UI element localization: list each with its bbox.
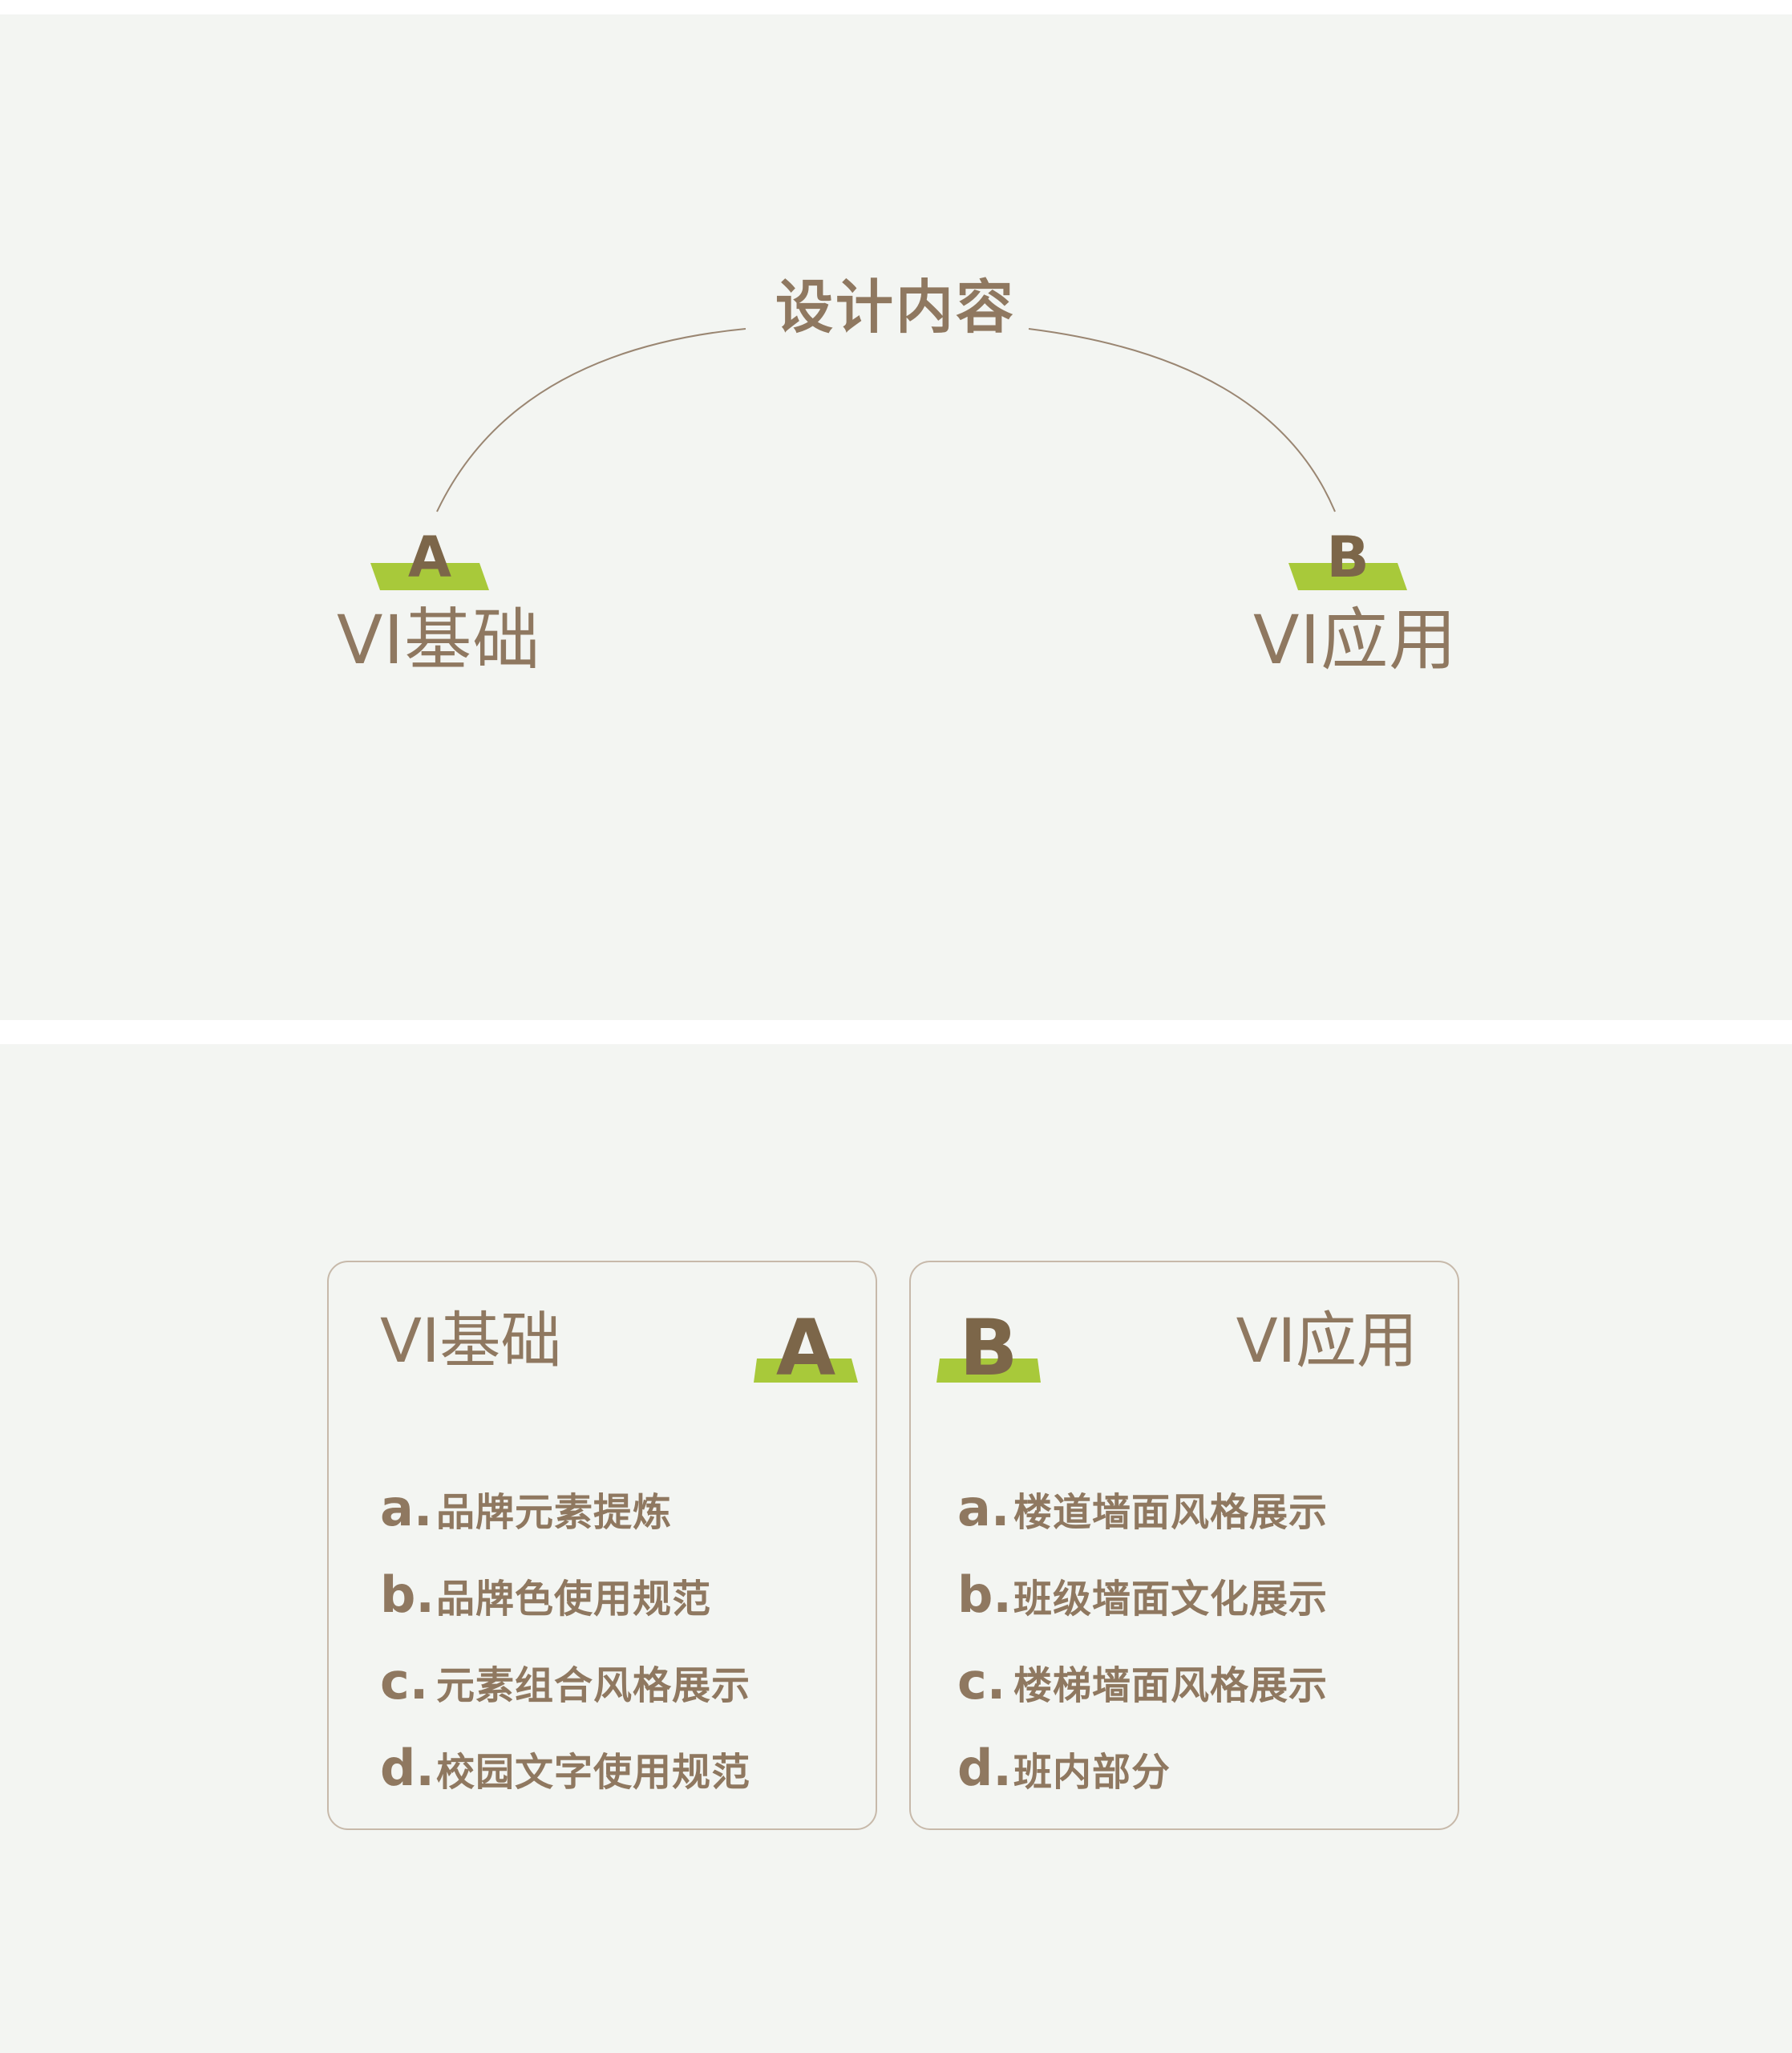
list-item-text: 楼道墙面风格展示 bbox=[1013, 1490, 1329, 1535]
node-b-title: VI应用 bbox=[1253, 601, 1458, 679]
list-item-text: 元素组合风格展示 bbox=[436, 1663, 751, 1708]
connector-arc-right bbox=[1028, 328, 1336, 512]
node-a-highlight-band bbox=[370, 563, 489, 590]
list-item-index: d. bbox=[380, 1739, 435, 1797]
card-b-highlight-band bbox=[936, 1359, 1041, 1383]
node-b-letter: B bbox=[1326, 524, 1369, 590]
list-item-text: 班级墙面文化展示 bbox=[1013, 1577, 1329, 1622]
card-vi-basics: VI基础 A a. 品牌元素提炼 b. 品牌色使用规范 c. 元素组合风格展示 … bbox=[327, 1261, 877, 1830]
list-item-text: 楼梯墙面风格展示 bbox=[1013, 1663, 1329, 1708]
card-a-item-list: a. 品牌元素提炼 b. 品牌色使用规范 c. 元素组合风格展示 d. 校园文字… bbox=[380, 1479, 750, 1825]
list-item-index: a. bbox=[957, 1479, 1010, 1537]
list-item-text: 品牌元素提炼 bbox=[436, 1490, 673, 1535]
node-a-title: VI基础 bbox=[337, 601, 541, 679]
list-item: c. 楼梯墙面风格展示 bbox=[957, 1652, 1328, 1739]
list-item-index: c. bbox=[957, 1652, 1006, 1711]
list-item-index: c. bbox=[380, 1652, 429, 1711]
node-a-letter: A bbox=[407, 524, 452, 590]
card-a-title: VI基础 bbox=[380, 1305, 562, 1376]
overview-title: 设计内容 bbox=[775, 273, 1016, 341]
list-item: b. 品牌色使用规范 bbox=[380, 1565, 750, 1652]
overview-panel: 设计内容 A VI基础 B VI应用 bbox=[0, 14, 1792, 1020]
list-item-index: a. bbox=[380, 1479, 433, 1537]
list-item-index: b. bbox=[380, 1565, 435, 1624]
node-b-marker: B bbox=[1288, 524, 1407, 592]
connector-arc bbox=[436, 328, 1336, 512]
card-b-item-list: a. 楼道墙面风格展示 b. 班级墙面文化展示 c. 楼梯墙面风格展示 d. 班… bbox=[957, 1479, 1328, 1825]
connector-arc-left bbox=[436, 328, 746, 512]
list-item: a. 品牌元素提炼 bbox=[380, 1479, 750, 1565]
list-item: d. 班内部分 bbox=[957, 1739, 1328, 1825]
details-panel: VI基础 A a. 品牌元素提炼 b. 品牌色使用规范 c. 元素组合风格展示 … bbox=[0, 1044, 1792, 2053]
list-item-index: d. bbox=[957, 1739, 1012, 1797]
list-item-text: 校园文字使用规范 bbox=[436, 1750, 751, 1795]
card-b-marker: B bbox=[936, 1304, 1041, 1392]
list-item: a. 楼道墙面风格展示 bbox=[957, 1479, 1328, 1565]
list-item-text: 品牌色使用规范 bbox=[436, 1577, 712, 1622]
list-item-index: b. bbox=[957, 1565, 1012, 1624]
node-a-marker: A bbox=[370, 524, 489, 592]
card-b-title: VI应用 bbox=[1236, 1305, 1418, 1376]
card-a-highlight-band bbox=[754, 1359, 858, 1383]
card-a-marker: A bbox=[754, 1304, 858, 1392]
node-b-highlight-band bbox=[1288, 563, 1407, 590]
card-a-letter: A bbox=[775, 1303, 836, 1393]
list-item: b. 班级墙面文化展示 bbox=[957, 1565, 1328, 1652]
list-item-text: 班内部分 bbox=[1013, 1750, 1171, 1795]
card-b-letter: B bbox=[959, 1303, 1018, 1393]
list-item: c. 元素组合风格展示 bbox=[380, 1652, 750, 1739]
list-item: d. 校园文字使用规范 bbox=[380, 1739, 750, 1825]
card-vi-application: B VI应用 a. 楼道墙面风格展示 b. 班级墙面文化展示 c. 楼梯墙面风格… bbox=[909, 1261, 1459, 1830]
